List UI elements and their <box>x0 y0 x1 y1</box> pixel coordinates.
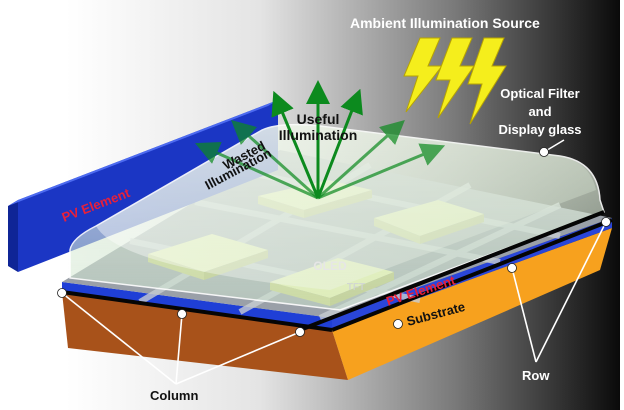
lightning-bolt-icon <box>467 37 507 125</box>
optical-filter-label: Optical Filter <box>500 86 579 101</box>
illumination-arrows <box>195 80 446 200</box>
lightning-bolt-icon <box>403 37 444 113</box>
display-glass-label: Display glass <box>498 122 581 137</box>
pv-layer-left <box>62 282 332 330</box>
substrate-layer-front <box>332 228 612 380</box>
pv-element-left-top <box>8 200 18 272</box>
ambient-source-label: Ambient Illumination Source <box>350 15 540 31</box>
oled-label: OLED <box>313 259 347 273</box>
substrate-layer-bottom <box>62 292 348 380</box>
column-label: Column <box>150 388 198 403</box>
callout-lines <box>61 139 607 385</box>
electrode-lines <box>61 210 613 332</box>
useful-illumination-label-line2: Illumination <box>279 127 358 143</box>
ambient-source-bolts <box>403 37 507 125</box>
callout-dots <box>57 147 611 337</box>
row-label: Row <box>522 368 550 383</box>
useful-illumination-label: Useful <box>297 111 340 127</box>
tft-label: TFT <box>347 282 365 293</box>
optical-filter-label-and: and <box>528 104 551 119</box>
lightning-bolt-icon <box>435 37 475 119</box>
